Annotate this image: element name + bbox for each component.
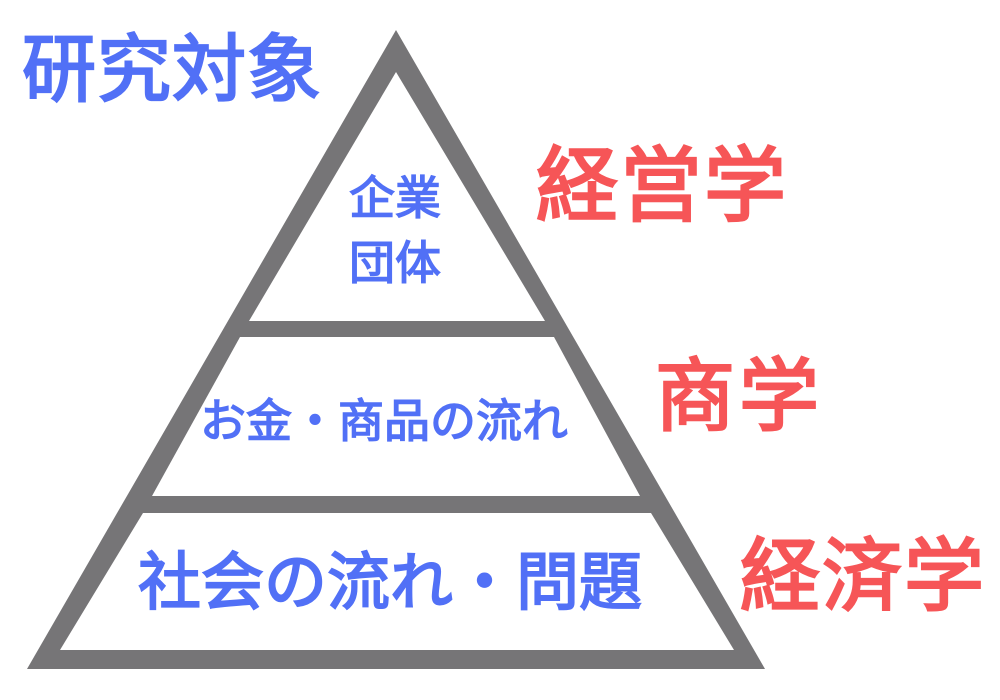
discipline-commerce: 商学: [655, 350, 823, 443]
tier-bottom-label: 社会の流れ・問題: [138, 546, 642, 619]
discipline-economics: 経済学: [740, 530, 986, 623]
pyramid-tier-middle: [152, 337, 640, 496]
tier-top-label-line1: 企業: [349, 171, 441, 225]
tier-top-label-line2: 団体: [349, 236, 441, 290]
pyramid-tier-bottom: [60, 513, 734, 650]
pyramid-tier-top: [249, 72, 545, 321]
diagram-title: 研究対象: [22, 27, 322, 113]
discipline-management: 経営学: [536, 139, 789, 234]
tier-middle-label: お金・商品の流れ: [200, 394, 568, 448]
